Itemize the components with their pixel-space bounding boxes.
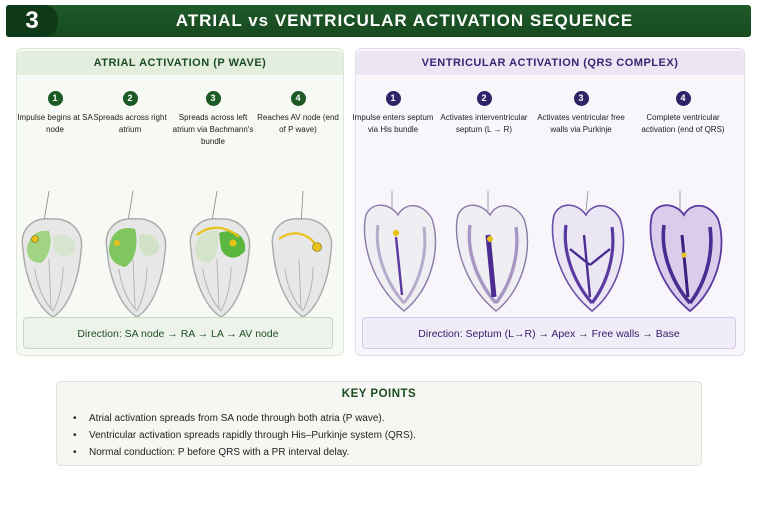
heart-ventricular-stage-2 [455,191,529,312]
ventricular-step-3: 3 Activates ventricular free walls via P… [536,91,626,136]
atrial-direction-box: Direction: SA node → RA → LA → AV node [23,317,333,349]
key-points-box: KEY POINTS Atrial activation spreads fro… [56,381,702,466]
ventricular-panel-title: VENTRICULAR ACTIVATION (QRS COMPLEX) [356,51,744,75]
heart-atrial-stage-2 [105,190,167,318]
header-bar: 3 ATRIAL vs VENTRICULAR ACTIVATION SEQUE… [6,5,751,37]
heart-ventricular-stage-3 [551,190,625,313]
step-description: Activates interventricular septum (L → R… [440,113,528,134]
step-number-badge: 3 [205,91,221,106]
step-description: Spreads across right atrium [93,113,167,134]
atrial-step-3: 3 Spreads across left atrium via Bachman… [168,91,258,148]
step-number-badge: 1 [385,91,401,106]
key-point-item: Normal conduction: P before QRS with a P… [73,444,416,461]
key-points-title: KEY POINTS [341,388,417,400]
key-point-item: Atrial activation spreads from SA node t… [73,410,416,427]
ventricular-step-1: 1 Impulse enters septum via His bundle [348,91,438,136]
step-description: Impulse enters septum via His bundle [352,113,434,134]
ventricular-step-2: 2 Activates interventricular septum (L →… [439,91,529,136]
step-number-badge: 3 [573,91,589,106]
step-description: Impulse begins at SA node [17,113,93,134]
atrial-step-2: 2 Spreads across right atrium [85,91,175,136]
step-description: Spreads across left atrium via Bachmann'… [172,113,254,146]
step-number-badge: 4 [290,91,306,106]
step-description: Reaches AV node (end of P wave) [257,113,339,134]
step-number-badge: 2 [476,91,492,106]
heart-atrial-stage-4 [271,190,333,318]
step-description: Activates ventricular free walls via Pur… [537,113,625,134]
heart-atrial-stage-1 [21,190,83,318]
ventricular-panel: VENTRICULAR ACTIVATION (QRS COMPLEX) 1 I… [353,48,745,356]
ventricular-direction-box: Direction: Septum (L→R) → Apex → Free wa… [362,317,736,349]
atrial-panel-title: ATRIAL ACTIVATION (P WAVE) [17,51,343,75]
key-point-item: Ventricular activation spreads rapidly t… [73,427,416,444]
atrial-step-1: 1 Impulse begins at SA node [10,91,100,136]
heart-atrial-stage-3 [189,190,251,318]
atrial-panel: ATRIAL ACTIVATION (P WAVE) 1 Impulse beg… [16,48,344,356]
step-number-badge: 1 [47,91,63,106]
key-points-list: Atrial activation spreads from SA node t… [73,410,416,461]
ventricular-step-4: 4 Complete ventricular activation (end o… [638,91,728,136]
step-description: Complete ventricular activation (end of … [641,113,725,134]
atrial-step-4: 4 Reaches AV node (end of P wave) [253,91,343,136]
step-number-badge: 4 [675,91,691,106]
heart-ventricular-stage-1 [363,191,437,312]
step-number-badge: 2 [122,91,138,106]
page-title: ATRIAL vs VENTRICULAR ACTIVATION SEQUENC… [175,11,634,30]
section-number: 3 [6,5,58,37]
heart-ventricular-stage-4 [649,191,723,313]
